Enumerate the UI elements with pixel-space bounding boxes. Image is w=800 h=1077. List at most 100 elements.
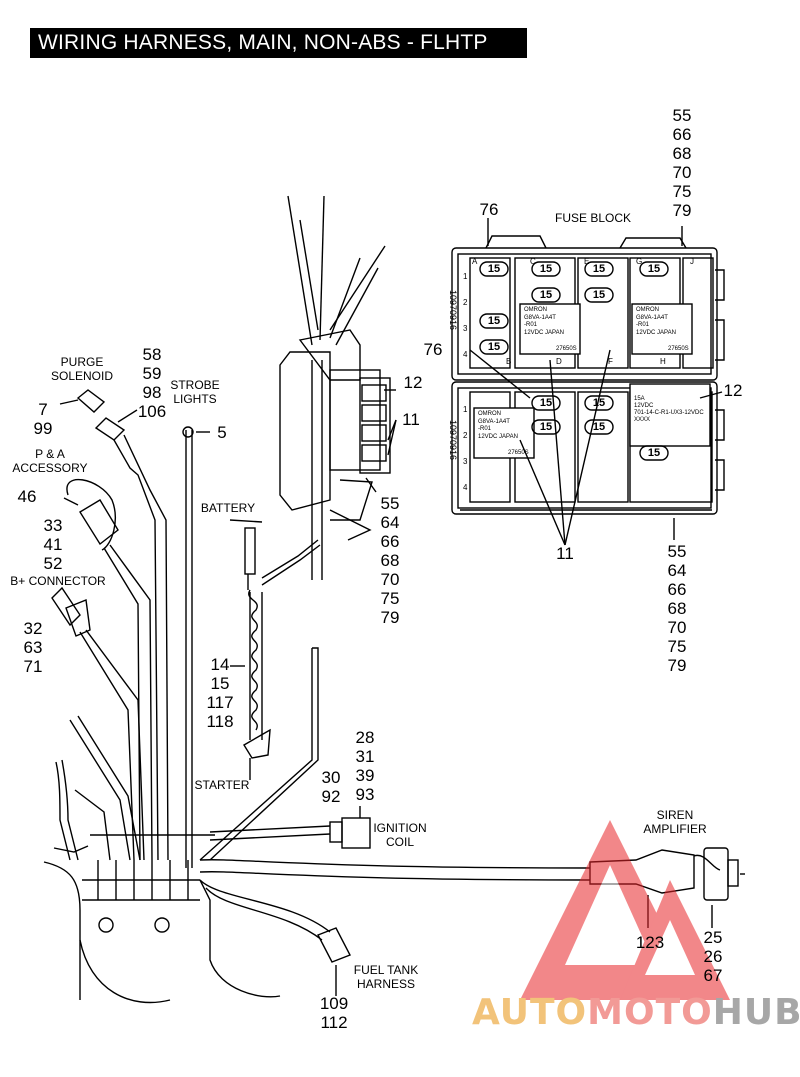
b-plus-connector [51,586,145,861]
fuse-value-label: 15 [487,315,501,327]
callout-number: 70 [380,570,400,589]
fuel-tank-harness-connector [199,879,351,963]
starter-label: STARTER [194,778,250,792]
relay-code-2: 27650S [668,346,689,352]
relay-code-1: 27650S [556,346,577,352]
fuse-value-label: 15 [487,263,501,275]
callout-number: 15 [210,674,230,693]
callout-number: 64 [667,561,687,580]
page-title: WIRING HARNESS, MAIN, NON-ABS - FLHTP [30,28,527,58]
callout-11-harness: 11 [396,410,426,429]
circuit-breaker-text: 15A 12VDC 701-14-C-R1-UX3-12VDC XXXX [634,396,704,423]
callout-number: 70 [672,163,692,182]
fuse-block-upper [451,235,725,381]
callout-number: 41 [43,535,63,554]
watermark-part-2: MOTO [587,992,713,1033]
strobe-lights-label: STROBE LIGHTS [170,378,220,406]
callout-number: 68 [672,144,692,163]
callout-number: 68 [667,599,687,618]
relay-model-2: G8VA-1A4T -R01 [636,315,668,328]
callout-number: 12 [403,373,423,392]
watermark-logo [520,820,730,1000]
relay-model-3: G8VA-1A4T -R01 [478,419,510,432]
callout-number: 52 [43,554,63,573]
callout-number: 55 [667,542,687,561]
ignition-coil-label: IGNITION COIL [373,821,427,849]
callout-number: 109 [319,994,349,1013]
battery-cable [229,519,321,780]
callout-number: 30 [321,768,341,787]
fuse-set [479,261,669,461]
fuse-value-label: 15 [592,289,606,301]
callout-number: 11 [402,410,420,429]
pa-accessory-label: P & A ACCESSORY [12,447,88,475]
fuse-value-label: 15 [539,289,553,301]
callout-number: 46 [17,487,37,506]
fuse-value-label: 15 [539,421,553,433]
callout-number: 31 [355,747,375,766]
callout-12-harness: 12 [398,373,428,392]
callout-number: 79 [380,608,400,627]
callout-76-top: 76 [474,200,504,219]
fuel-tank-harness-label: FUEL TANK HARNESS [353,963,419,991]
callout-number: 39 [355,766,375,785]
callout-number: 71 [23,657,43,676]
callout-number: 28 [355,728,375,747]
purge-solenoid-label: PURGE SOLENOID [50,355,113,383]
callout-number: 67 [703,966,723,985]
fuse-block-part-number-lower: 10970916 [448,420,458,461]
callout-number: 11 [556,544,574,563]
grid-letter: D [556,357,562,366]
relay-brand-2: OMRON [636,307,659,313]
grid-letter: J [690,257,694,266]
callout-number: 12 [723,381,743,400]
fuse-value-label: 15 [592,421,606,433]
callout-number: 25 [703,928,723,947]
ignition-coil-connector [209,817,371,849]
callout-number: 59 [142,364,162,383]
battery-label: BATTERY [200,501,256,515]
callout-strobe: 5 [210,423,234,442]
watermark-part-1: AUTO [472,992,588,1033]
callout-number: 118 [206,712,234,731]
callout-pa-46: 46 [12,487,42,506]
grid-letter: B [506,357,512,366]
main-harness-junction [43,845,281,1004]
relay-brand-3: OMRON [478,411,501,417]
callout-number: 106 [137,402,167,421]
harness-fuse-relay-block [279,329,391,580]
watermark-part-3: HUB [712,992,800,1033]
callout-number: 123 [635,933,665,952]
left-conduit [55,715,141,861]
fuse-value-label: 15 [539,397,553,409]
callout-76-mid: 76 [418,340,448,359]
relay-spec-3: 12VDC JAPAN [478,434,518,440]
fuse-value-label: 15 [647,447,661,459]
callout-12-fuse: 12 [718,381,748,400]
grid-row-number: 2 [463,431,468,440]
callout-number: 117 [206,693,234,712]
callout-number: 32 [23,619,43,638]
grid-row-number: 2 [463,298,468,307]
callout-11-fuse: 11 [550,544,580,563]
fuse-value-label: 15 [592,263,606,275]
callout-number: 79 [667,656,687,675]
grid-row-number: 3 [463,457,468,466]
callout-number: 58 [142,345,162,364]
grid-letter: A [472,257,478,266]
callout-number: 55 [380,494,400,513]
relay-brand-1: OMRON [524,307,547,313]
callout-number: 75 [672,182,692,201]
callout-number: 99 [33,419,53,438]
b-plus-connector-label: B+ CONNECTOR [10,574,106,588]
fuse-value-label: 15 [539,263,553,275]
